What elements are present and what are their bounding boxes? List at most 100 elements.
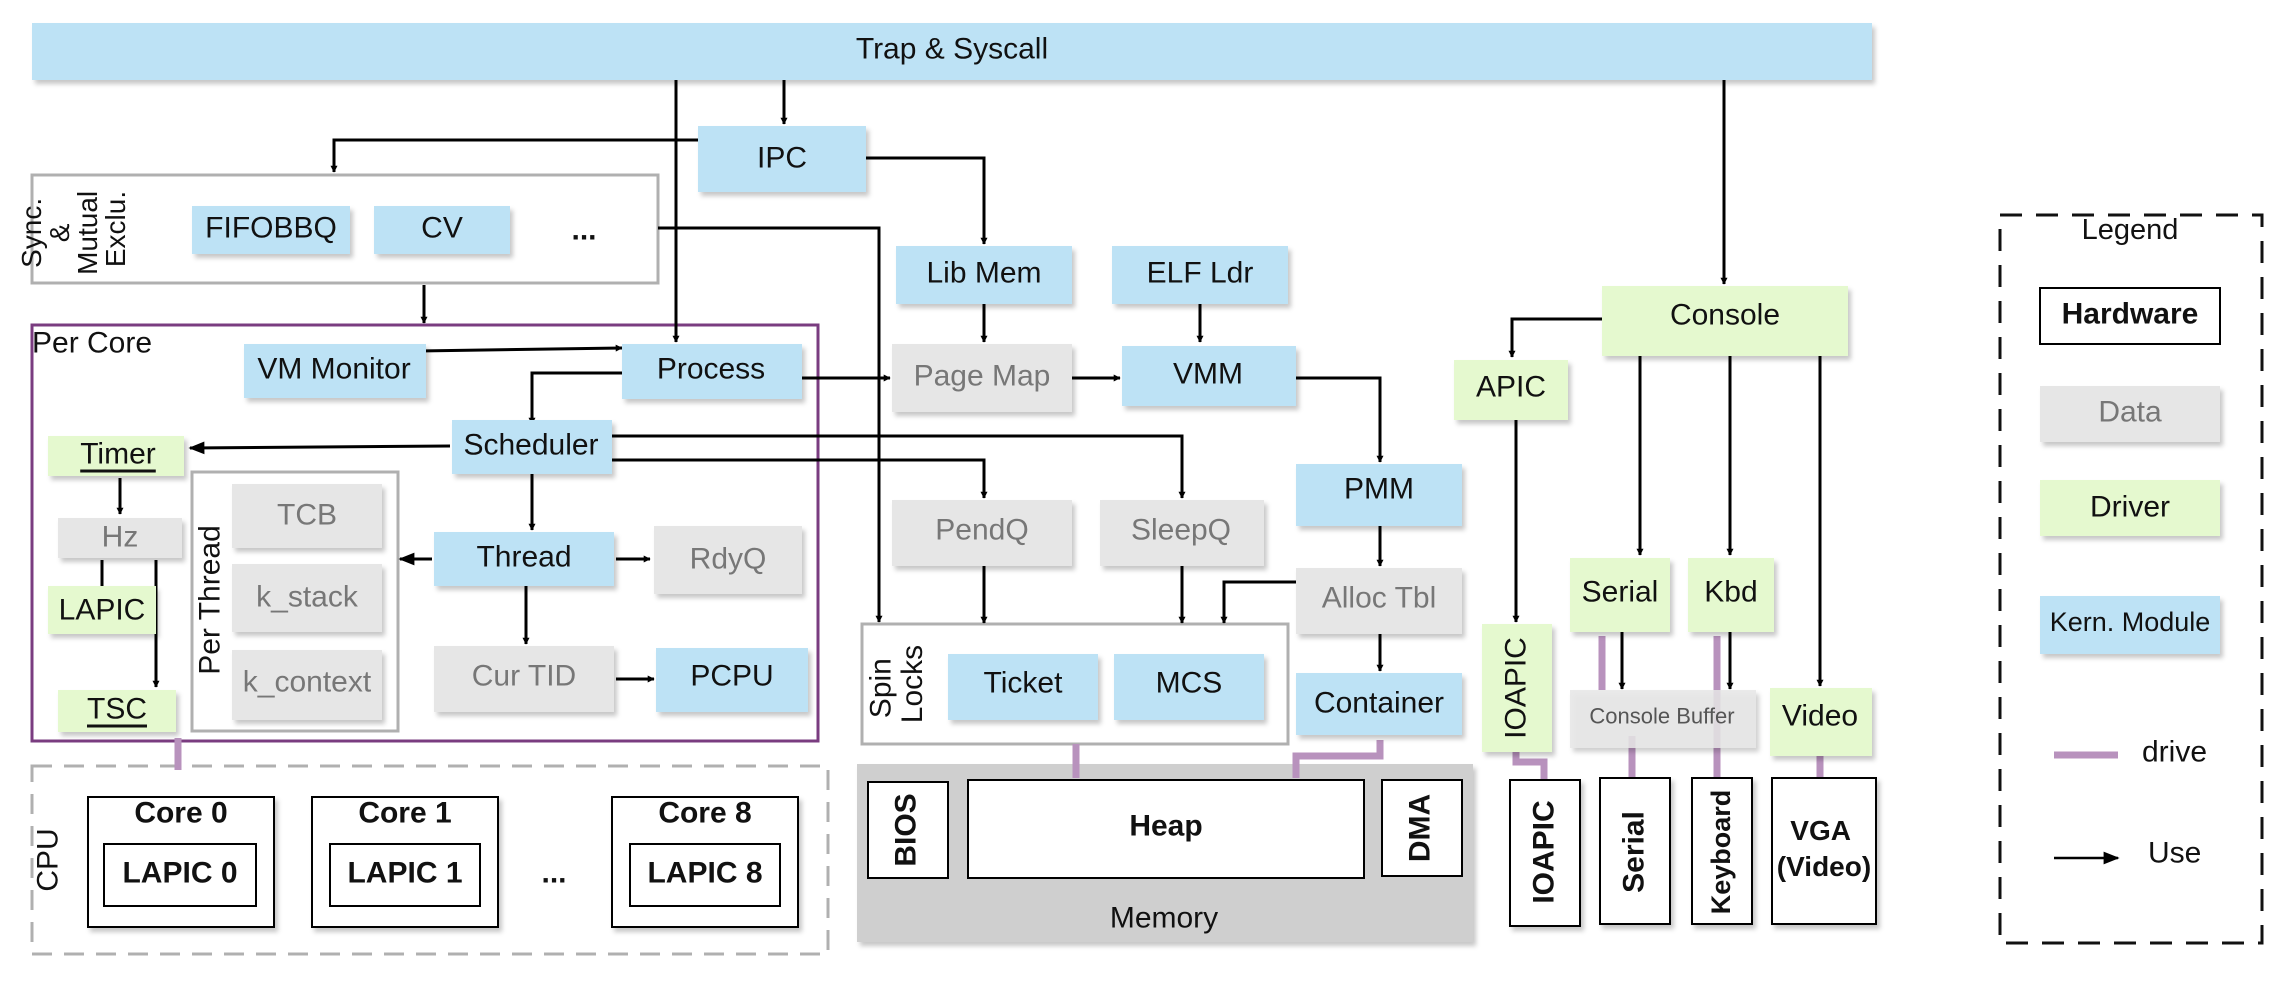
mcs-box xyxy=(1114,654,1264,720)
legend-data-swatch xyxy=(2040,386,2220,442)
k-stack-label: k_stack xyxy=(256,581,359,614)
arrow-process-scheduler xyxy=(528,371,622,425)
video-driver-label: Video xyxy=(1782,700,1858,733)
vm-monitor-box xyxy=(244,344,426,398)
k-stack-box xyxy=(232,564,382,632)
k-context-label: k_context xyxy=(243,666,372,699)
legend-kern-module-label: Kern. Module xyxy=(2050,607,2211,637)
spin-locks-title: Spin Locks xyxy=(864,645,929,723)
arrow-scheduler-timer xyxy=(188,441,451,455)
pmm-label: PMM xyxy=(1344,473,1414,506)
cpu-ellipsis: ... xyxy=(541,857,566,890)
cv-label: CV xyxy=(421,212,463,245)
bios-box xyxy=(867,781,949,879)
legend-driver-swatch xyxy=(2040,480,2220,536)
core-0-label: Core 0 xyxy=(134,797,227,830)
hz-label: Hz xyxy=(102,521,139,554)
arrow-vmm-pmm xyxy=(1296,376,1384,463)
pcpu-label: PCPU xyxy=(690,660,773,693)
thread-box xyxy=(434,532,614,586)
pendq-box xyxy=(892,500,1072,566)
alloc-tbl-label: Alloc Tbl xyxy=(1322,582,1437,615)
console-box xyxy=(1602,286,1848,356)
ticket-label: Ticket xyxy=(984,667,1064,700)
lib-mem-label: Lib Mem xyxy=(926,257,1041,290)
lapic-1-box xyxy=(329,843,481,907)
alloc-tbl-box xyxy=(1296,568,1462,634)
page-map-box xyxy=(892,344,1072,412)
per-thread-frame xyxy=(190,470,400,733)
lapic-1-label: LAPIC 1 xyxy=(347,857,462,890)
pendq-label: PendQ xyxy=(935,514,1028,547)
lapic-driver-label: LAPIC xyxy=(59,594,146,627)
rdyq-label: RdyQ xyxy=(690,543,767,576)
pcpu-box xyxy=(656,648,808,712)
serial-hw-box xyxy=(1599,777,1671,925)
arrow-scheduler-sleepq xyxy=(612,434,1186,499)
serial-hw-label: Serial xyxy=(1618,811,1651,893)
lapic-8-box xyxy=(629,843,781,907)
dma-box xyxy=(1381,779,1463,877)
sync-title: Sync. & Mutual Exclu. xyxy=(16,183,131,275)
vmm-box xyxy=(1122,346,1296,406)
legend-use-label: Use xyxy=(2148,837,2201,870)
lib-mem-box xyxy=(896,246,1072,304)
legend-kern-module-swatch xyxy=(2040,596,2220,654)
video-driver-box xyxy=(1770,688,1872,756)
sync-ellipsis: ... xyxy=(571,214,596,247)
scheduler-label: Scheduler xyxy=(463,429,598,462)
vga-hw-label: VGA (Video) xyxy=(1777,815,1871,882)
legend-data-label: Data xyxy=(2098,396,2162,429)
console-buffer-label: Console Buffer xyxy=(1589,704,1734,729)
legend-drive-label: drive xyxy=(2142,736,2207,769)
thread-label: Thread xyxy=(476,541,571,574)
per-thread-title: Per Thread xyxy=(194,525,227,675)
tsc-driver-label: TSC xyxy=(87,693,147,726)
process-label: Process xyxy=(657,353,765,386)
legend-hardware-label: Hardware xyxy=(2062,298,2199,331)
cpu-frame xyxy=(30,764,830,956)
vga-hw-box xyxy=(1771,777,1877,925)
vmm-label: VMM xyxy=(1173,358,1243,391)
kbd-driver-box xyxy=(1688,558,1774,632)
rdyq-box xyxy=(654,526,802,594)
hz-box xyxy=(58,518,182,558)
lapic-0-box xyxy=(103,843,257,907)
drive-ioapic-hw xyxy=(1512,752,1548,780)
arrow-sync-spinlocks xyxy=(658,226,883,623)
arrow-alloctbl-mcs xyxy=(1220,580,1296,624)
arrow-ipc-sync xyxy=(330,138,698,173)
container-box xyxy=(1296,673,1462,735)
fifobbq-box xyxy=(192,206,350,254)
k-context-box xyxy=(232,650,382,720)
lapic-8-label: LAPIC 8 xyxy=(647,857,762,890)
page-map-label: Page Map xyxy=(914,360,1051,393)
drive-container-memory xyxy=(1292,740,1384,778)
ioapic-hw-label: IOAPIC xyxy=(1528,800,1561,903)
keyboard-hw-box xyxy=(1691,777,1753,925)
tcb-box xyxy=(232,484,382,548)
heap-box xyxy=(967,779,1365,879)
trap-syscall-bar xyxy=(32,23,1872,80)
memory-title: Memory xyxy=(1110,902,1218,935)
arrow-vmmonitor-process xyxy=(417,344,623,353)
lapic-driver-box xyxy=(48,586,156,634)
container-label: Container xyxy=(1314,687,1444,720)
ipc-label: IPC xyxy=(757,142,807,175)
core-1-label: Core 1 xyxy=(358,797,451,830)
legend-title: Legend xyxy=(2082,214,2179,246)
fifobbq-label: FIFOBBQ xyxy=(205,212,337,245)
sleepq-label: SleepQ xyxy=(1131,514,1231,547)
cpu-title: CPU xyxy=(32,828,65,891)
cur-tid-box xyxy=(434,646,614,712)
pmm-box xyxy=(1296,464,1462,526)
timer-box xyxy=(48,436,184,476)
mcs-label: MCS xyxy=(1156,667,1223,700)
console-label: Console xyxy=(1670,299,1780,332)
bios-label: BIOS xyxy=(890,793,923,866)
arrow-console-apic xyxy=(1508,317,1602,358)
serial-driver-label: Serial xyxy=(1582,576,1659,609)
heap-label: Heap xyxy=(1129,810,1202,843)
legend-driver-label: Driver xyxy=(2090,491,2170,524)
